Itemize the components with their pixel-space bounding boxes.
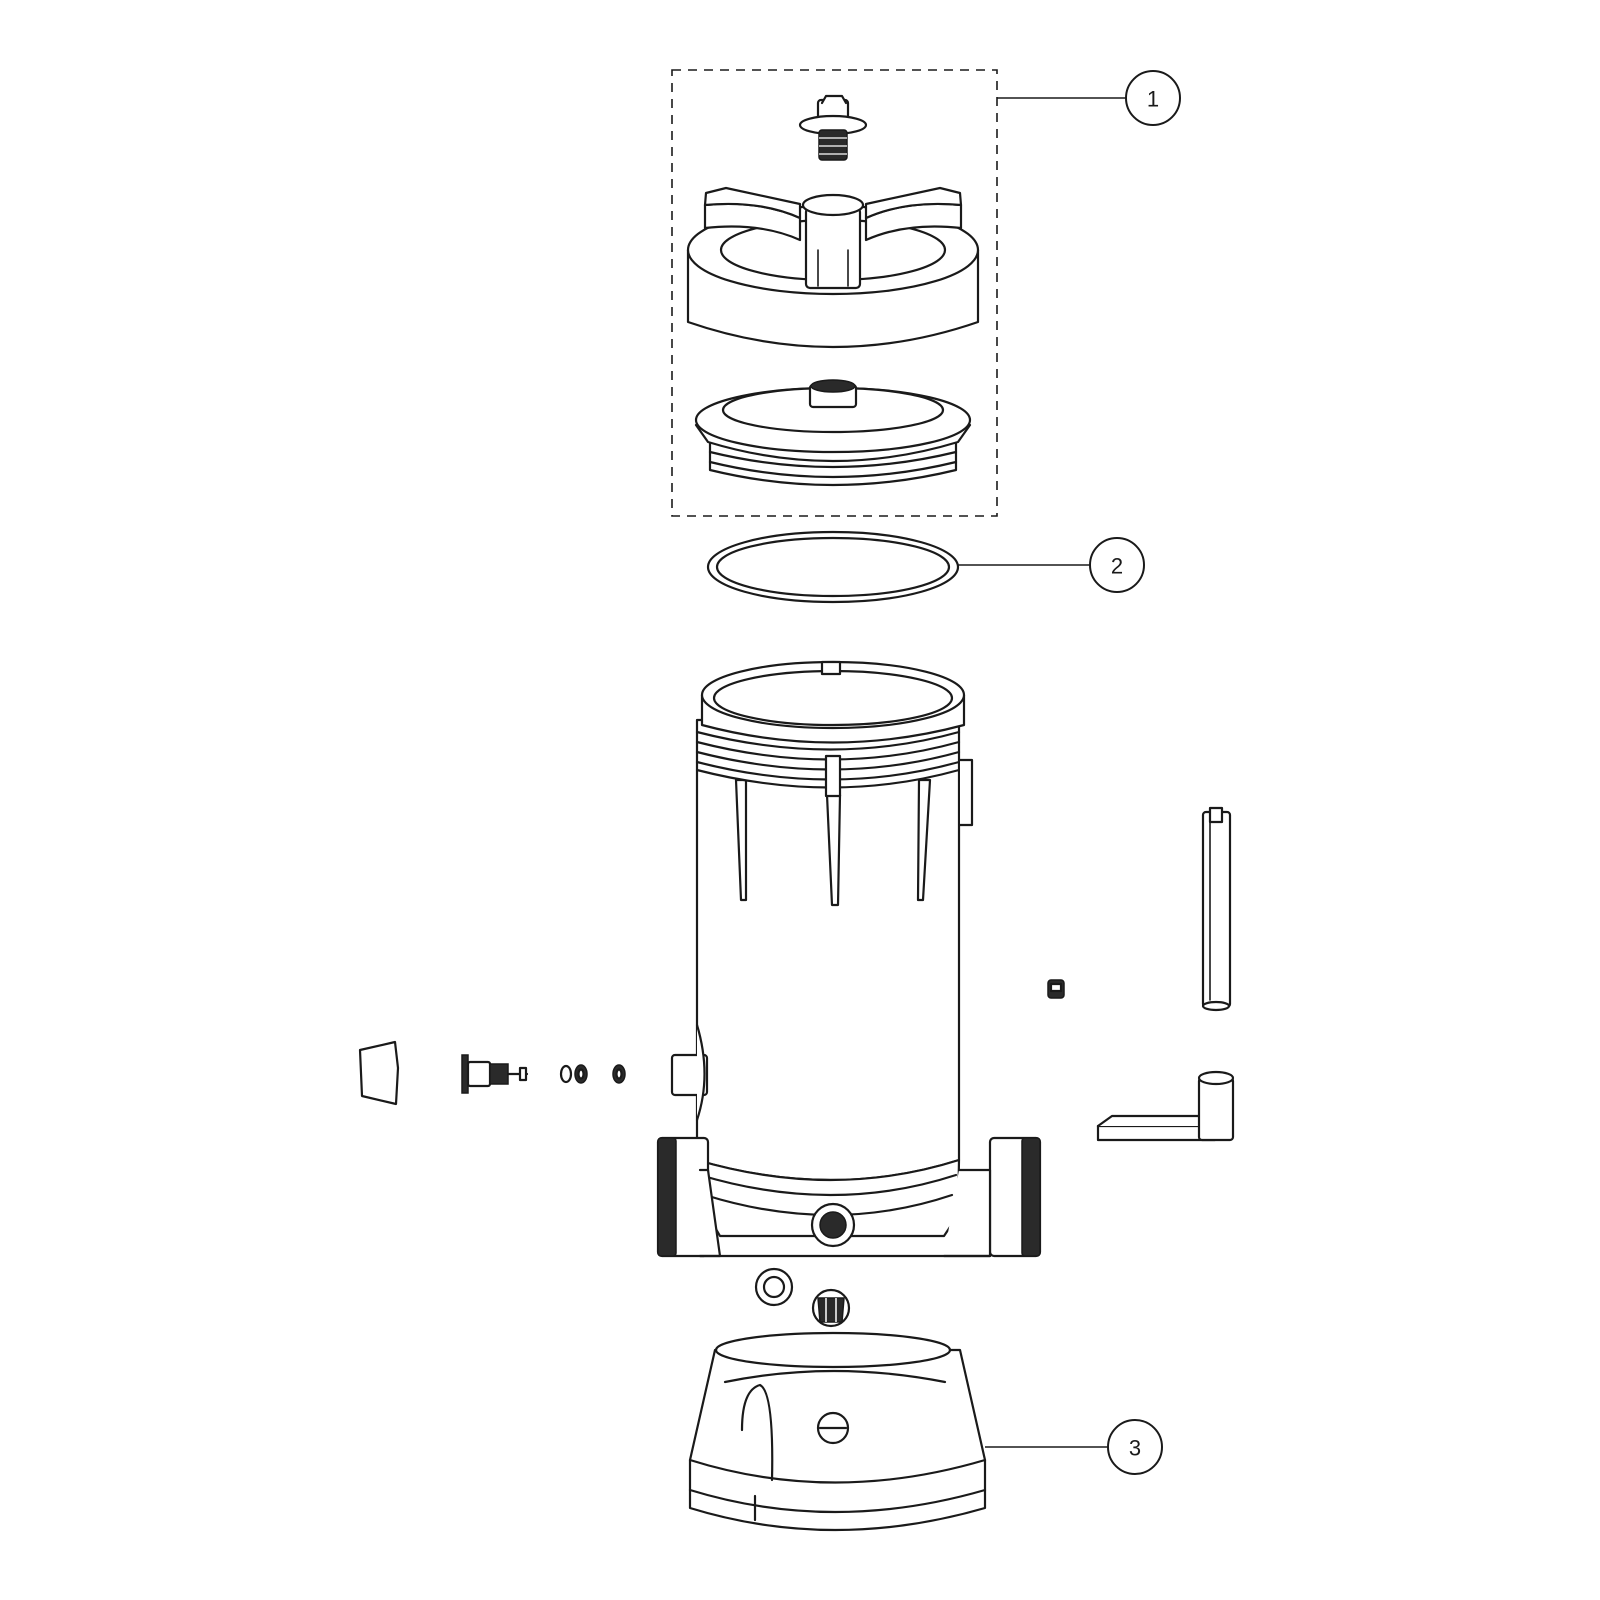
drain-o-ring <box>754 1267 794 1307</box>
small-o-rings <box>559 1064 626 1084</box>
filter-tank-body <box>656 660 1042 1258</box>
side-fittings-row <box>358 1040 626 1106</box>
lid-assembly-group <box>671 69 998 517</box>
callout-1-circle <box>1125 70 1181 126</box>
callout-2: 2 <box>958 537 1145 593</box>
callout-1: 1 <box>997 70 1181 126</box>
filter-base-stand <box>688 1331 987 1532</box>
elbow-bracket <box>1096 1070 1235 1142</box>
drain-plug-group <box>754 1267 851 1328</box>
callout-3-circle <box>1107 1419 1163 1475</box>
air-relief-valve <box>798 94 868 161</box>
callout-2-label: 2 <box>1111 554 1123 579</box>
manual-air-relief-valve <box>461 1054 529 1094</box>
callout-3-label: 3 <box>1129 1436 1141 1461</box>
tank-o-ring <box>706 530 960 604</box>
callout-1-label: 1 <box>1147 87 1159 112</box>
pressure-gauge-cap <box>358 1040 400 1106</box>
air-bleed-tube <box>1201 806 1232 1012</box>
lid-assembly-dashed-box <box>671 69 998 517</box>
lid-locking-ring <box>686 186 980 349</box>
callout-3: 3 <box>985 1419 1163 1475</box>
drain-plug <box>811 1288 851 1328</box>
vent-plug <box>1047 979 1065 999</box>
right-loose-parts <box>1047 806 1235 1142</box>
tank-lid <box>694 379 972 487</box>
callout-2-circle <box>1089 537 1145 593</box>
